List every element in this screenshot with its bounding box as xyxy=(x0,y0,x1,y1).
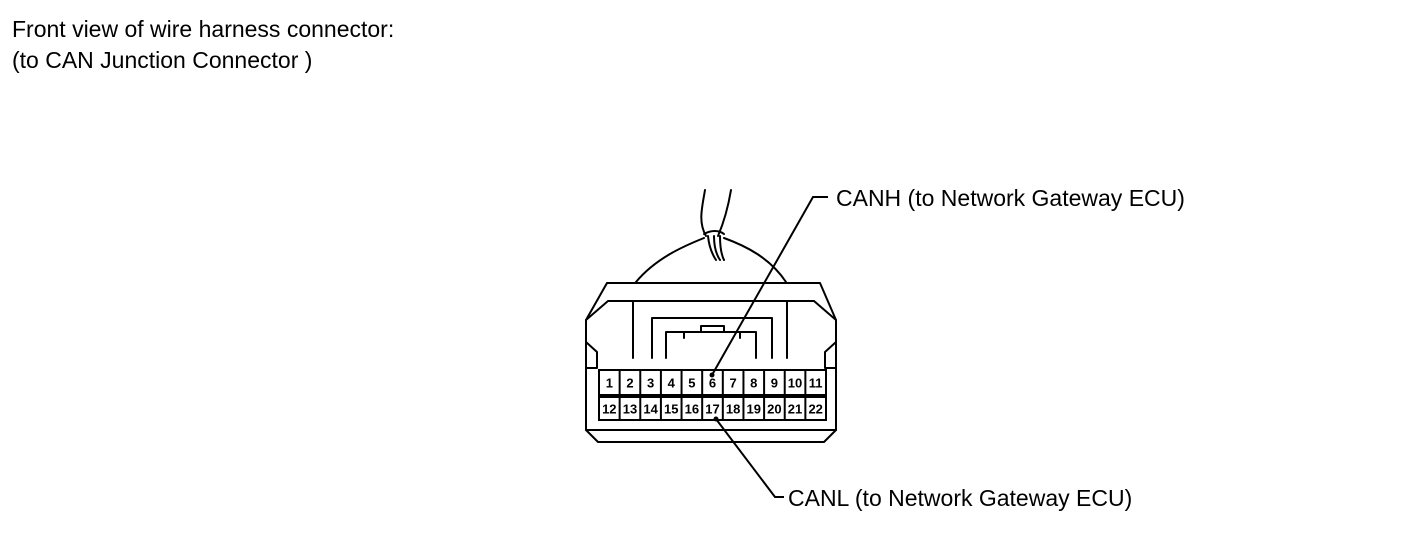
pin-6-marker xyxy=(709,372,715,378)
canl-leader-line xyxy=(715,418,784,498)
pin-number-22: 22 xyxy=(808,402,822,417)
wire-bundle xyxy=(635,237,705,283)
pin-number-9: 9 xyxy=(771,376,778,391)
pin-number-1: 1 xyxy=(606,376,613,391)
pin-number-20: 20 xyxy=(767,402,781,417)
pin-number-8: 8 xyxy=(750,376,757,391)
terminal-row-bottom xyxy=(598,396,827,421)
wire-bundle xyxy=(723,237,787,283)
locking-lever xyxy=(665,331,757,359)
pin-number-11: 11 xyxy=(809,376,823,391)
pin-17-marker xyxy=(713,416,719,422)
wire-bundle xyxy=(719,235,725,261)
locking-lever xyxy=(632,300,788,359)
pin-number-5: 5 xyxy=(688,376,695,391)
pin-number-6: 6 xyxy=(709,376,716,391)
pin-number-14: 14 xyxy=(643,402,658,417)
pin-number-18: 18 xyxy=(726,402,740,417)
pin-number-21: 21 xyxy=(788,402,802,417)
pin-number-3: 3 xyxy=(647,376,654,391)
connector-base xyxy=(585,429,837,443)
wire-bundle xyxy=(713,235,721,261)
canh-callout-label: CANH (to Network Gateway ECU) xyxy=(836,185,1185,211)
canl-callout-label: CANL (to Network Gateway ECU) xyxy=(788,485,1132,511)
pin-number-4: 4 xyxy=(668,376,676,391)
wire-bundle xyxy=(700,189,707,237)
pin-number-19: 19 xyxy=(747,402,761,417)
connector-side-notch xyxy=(824,341,837,369)
pin-number-17: 17 xyxy=(705,402,719,417)
pin-number-2: 2 xyxy=(626,376,633,391)
wire-bundle xyxy=(703,230,725,235)
connector-side-notch xyxy=(585,341,598,369)
wire-bundle xyxy=(707,235,717,261)
diagram-caption: Front view of wire harness connector: (t… xyxy=(12,14,394,76)
wire-bundle xyxy=(717,189,732,237)
connector-housing-inner xyxy=(585,300,837,321)
pin-number-12: 12 xyxy=(602,402,616,417)
pin-number-7: 7 xyxy=(730,376,737,391)
pin-number-10: 10 xyxy=(788,376,802,391)
caption-line-1: Front view of wire harness connector: xyxy=(12,16,395,42)
canh-leader-line xyxy=(711,196,828,376)
caption-line-2: (to CAN Junction Connector ) xyxy=(12,47,313,73)
terminal-row-top xyxy=(598,369,827,396)
pin-number-13: 13 xyxy=(623,402,637,417)
locking-lever xyxy=(651,317,773,359)
pin-number-16: 16 xyxy=(685,402,699,417)
pin-number-15: 15 xyxy=(664,402,678,417)
